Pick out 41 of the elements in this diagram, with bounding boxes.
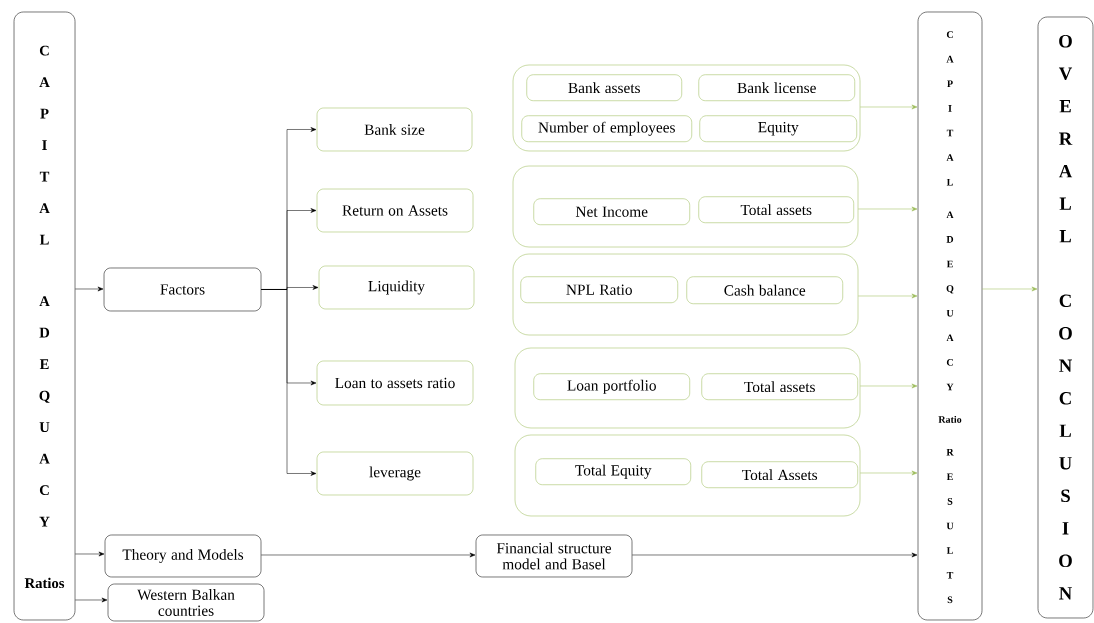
arrow — [860, 383, 918, 389]
indicator-box: Bank assets — [526, 74, 682, 101]
factor-box: leverage — [316, 451, 474, 496]
indicator-box: Net Income — [533, 198, 690, 225]
stacked-text-box: OVERALL CONCLUSION — [1037, 16, 1094, 619]
process-box: Theory and Models — [104, 534, 262, 578]
group-box — [514, 434, 861, 517]
group-box — [512, 165, 859, 248]
indicator-box: Number of employees — [521, 115, 692, 142]
indicator-box: NPL Ratio — [520, 276, 678, 303]
arrow — [858, 293, 918, 299]
stacked-text-box: CAPITAL ADEQUACY Ratio RESULTS — [917, 11, 983, 621]
arrow — [261, 552, 476, 558]
group-box — [514, 347, 861, 429]
arrow — [75, 286, 104, 292]
arrow — [261, 289, 317, 476]
arrow — [982, 286, 1038, 292]
indicator-box: Total assets — [701, 373, 858, 400]
factor-box: Loan to assets ratio — [316, 360, 474, 406]
arrow — [75, 551, 105, 557]
indicator-box: Equity — [699, 115, 857, 142]
indicator-box: Cash balance — [686, 276, 843, 304]
arrow — [860, 104, 918, 110]
indicator-box: Total assets — [698, 196, 854, 223]
factor-box: Bank size — [316, 107, 473, 152]
indicator-box: Total Equity — [535, 458, 691, 485]
arrow — [860, 470, 918, 476]
indicator-box: Bank license — [698, 74, 855, 101]
indicator-box: Loan portfolio — [533, 373, 690, 400]
factor-box: Liquidity — [318, 265, 475, 310]
arrow — [858, 206, 918, 212]
factor-box: Return on Assets — [316, 188, 474, 233]
process-box: Factors — [103, 267, 262, 312]
group-box — [512, 64, 861, 152]
indicator-box: Total Assets — [701, 461, 858, 488]
stacked-text-box: CAPITAL ADEQUACY Ratios — [13, 11, 76, 621]
process-box: Western Balkan countries — [107, 583, 265, 622]
arrow — [632, 552, 918, 558]
arrow — [75, 597, 108, 603]
process-box: Financial structure model and Basel — [475, 534, 633, 578]
group-box — [512, 253, 859, 336]
